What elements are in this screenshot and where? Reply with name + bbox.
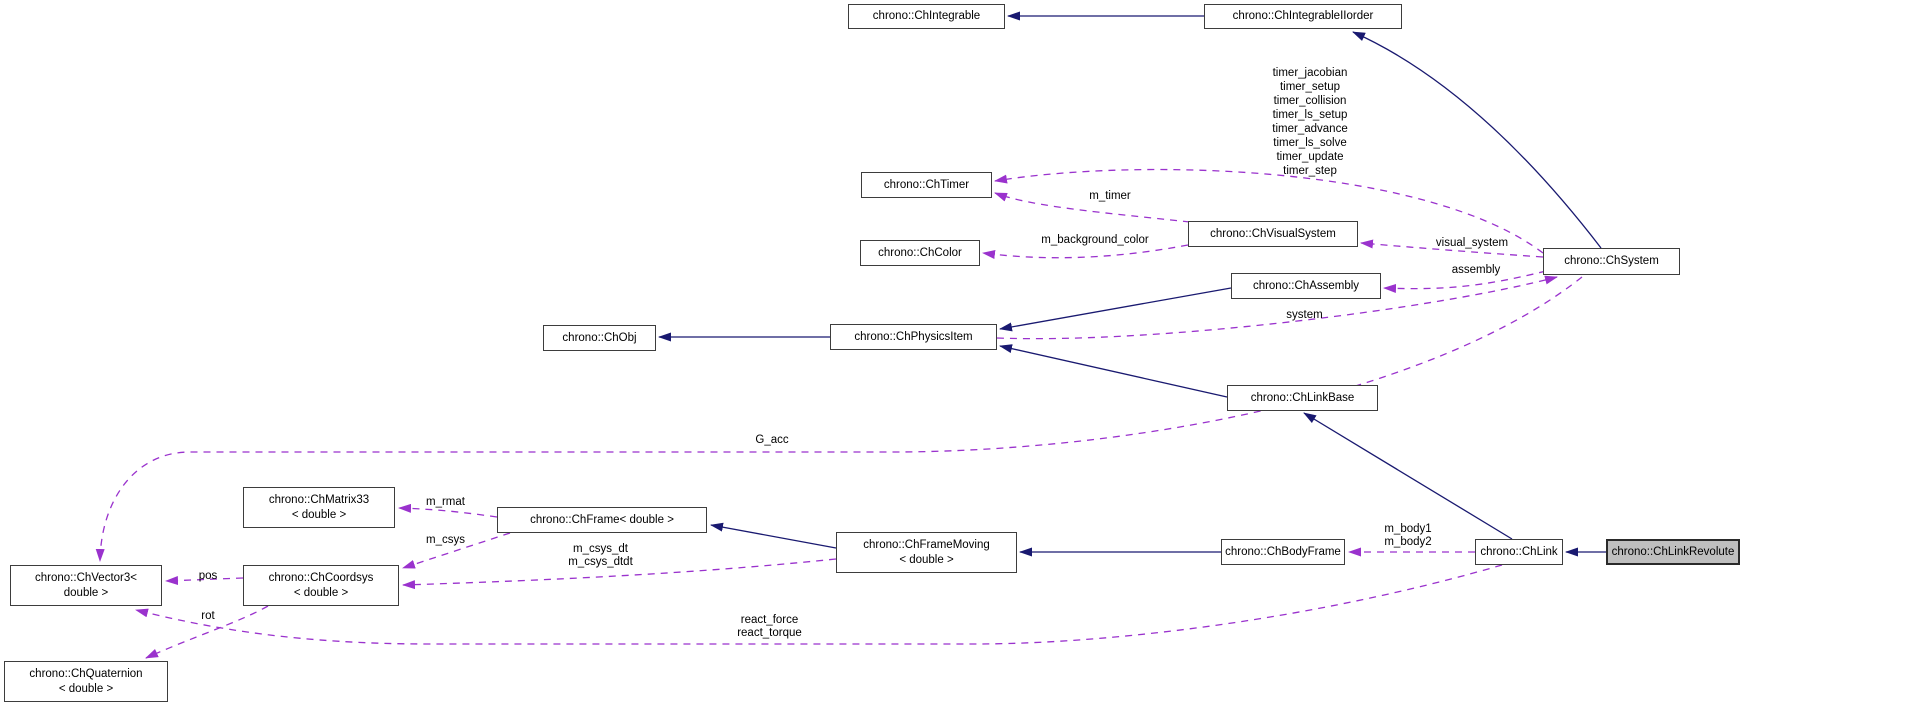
label-line: react_torque <box>737 627 802 639</box>
label-line: m_csys_dt <box>573 543 628 555</box>
edge-use-visual-timer <box>994 192 1191 223</box>
label-line: m_body2 <box>1384 536 1432 548</box>
edge-use-system-visual <box>1360 239 1544 258</box>
label-line: chrono::ChSystem <box>1564 255 1659 267</box>
label-line: react_force <box>740 614 799 626</box>
edge-label-system: system <box>1286 309 1323 321</box>
label-line: chrono::ChBodyFrame <box>1225 545 1341 558</box>
edge-label-m-csys: m_csys <box>426 534 465 546</box>
label-line: timer_collision <box>1273 95 1347 107</box>
label-line: chrono::ChQuaternion <box>29 667 143 680</box>
label-line: chrono::ChLink <box>1480 545 1558 558</box>
label-line: timer_advance <box>1272 123 1348 135</box>
node-ch-matrix33[interactable]: chrono::ChMatrix33< double > <box>243 487 395 528</box>
node-ch-quaternion[interactable]: chrono::ChQuaternion< double > <box>4 661 168 702</box>
label-line: chrono::ChLinkBase <box>1250 391 1355 404</box>
label-line: m_body1 <box>1384 523 1432 535</box>
node-ch-assembly[interactable]: chrono::ChAssembly <box>1231 273 1381 299</box>
node-ch-body-frame[interactable]: chrono::ChBodyFrame <box>1221 539 1345 565</box>
edge-use-link-vector3 <box>135 564 1503 645</box>
node-ch-obj[interactable]: chrono::ChObj <box>543 325 656 351</box>
label-line: < double > <box>58 682 114 695</box>
node-ch-link-revolute: chrono::ChLinkRevolute <box>1606 539 1740 565</box>
edge-use-frame-matrix33 <box>398 503 498 518</box>
label-line: timer_ls_solve <box>1273 137 1347 149</box>
node-ch-visual-system[interactable]: chrono::ChVisualSystem <box>1188 221 1358 247</box>
node-ch-vector3[interactable]: chrono::ChVector3<double > <box>10 565 162 606</box>
label-line: chrono::ChVisualSystem <box>1210 227 1336 240</box>
edge-label-pos: pos <box>198 570 218 582</box>
label-line: chrono::ChLinkRevolute <box>1611 545 1735 558</box>
node-ch-frame[interactable]: chrono::ChFrame< double > <box>497 507 707 533</box>
label-line: chrono::ChTimer <box>883 178 970 191</box>
node-ch-system[interactable]: chrono::ChSystem <box>1543 248 1680 275</box>
node-ch-timer[interactable]: chrono::ChTimer <box>861 172 992 198</box>
label-line: timer_jacobian <box>1272 67 1348 79</box>
node-ch-integrable-iiorder[interactable]: chrono::ChIntegrableIIorder <box>1204 4 1402 29</box>
label-line: < double > <box>899 553 954 566</box>
edge-label-g-acc: G_acc <box>755 434 789 446</box>
node-ch-integrable[interactable]: chrono::ChIntegrable <box>848 4 1005 29</box>
label-line: timer_ls_setup <box>1272 109 1348 121</box>
label-line: chrono::ChMatrix33 <box>268 493 370 506</box>
edge-inherit-linkbase-physics <box>999 344 1228 398</box>
edge-use-framemoving-coordsys <box>402 558 837 590</box>
edge-use-system-assembly <box>1383 270 1547 293</box>
node-ch-coordsys[interactable]: chrono::ChCoordsys< double > <box>243 565 399 606</box>
label-line: chrono::ChIntegrableIIorder <box>1232 10 1374 22</box>
label-line: chrono::ChFrameMoving <box>863 538 990 551</box>
edge-label-m-timer: m_timer <box>1089 190 1131 202</box>
edge-use-frame-coordsys <box>402 532 511 569</box>
edge-label-assembly: assembly <box>1451 264 1501 276</box>
label-line: chrono::ChFrame< double > <box>530 513 674 526</box>
edge-use-system-gacc <box>95 276 1583 562</box>
label-line: double > <box>63 586 109 599</box>
label-line: < double > <box>291 508 347 521</box>
node-ch-frame-moving[interactable]: chrono::ChFrameMoving< double > <box>836 532 1017 573</box>
label-line: chrono::ChIntegrable <box>872 10 981 22</box>
edge-label-visual-system: visual_system <box>1435 237 1509 249</box>
node-ch-color[interactable]: chrono::ChColor <box>860 240 980 266</box>
node-ch-link-base[interactable]: chrono::ChLinkBase <box>1227 385 1378 411</box>
edge-label-m-background-color: m_background_color <box>1041 234 1149 246</box>
label-line: chrono::ChCoordsys <box>268 571 374 584</box>
edge-inherit-assembly-physics <box>999 287 1232 332</box>
label-line: chrono::ChObj <box>562 331 637 344</box>
edge-label-m-rmat: m_rmat <box>426 496 465 508</box>
label-line: chrono::ChPhysicsItem <box>854 330 973 343</box>
edge-label-rot: rot <box>201 610 215 622</box>
edge-use-visual-color <box>982 244 1189 259</box>
label-line: timer_setup <box>1279 81 1341 93</box>
label-line: timer_update <box>1276 151 1344 163</box>
label-line: chrono::ChColor <box>878 246 962 259</box>
label-line: < double > <box>293 586 349 599</box>
label-line: m_csys_dtdt <box>568 556 633 568</box>
edge-inherit-system-iiorder <box>1352 31 1602 249</box>
label-line: timer_step <box>1283 165 1337 177</box>
node-ch-link[interactable]: chrono::ChLink <box>1475 539 1563 565</box>
label-line: chrono::ChAssembly <box>1252 279 1360 292</box>
edge-inherit-link-linkbase <box>1303 412 1513 540</box>
node-ch-physics-item[interactable]: chrono::ChPhysicsItem <box>830 324 997 350</box>
edge-use-system-timer <box>994 168 1544 254</box>
label-line: chrono::ChVector3< <box>35 571 137 584</box>
edge-label-timers: timer_jacobian timer_setup timer_collision… <box>1240 66 1380 178</box>
edge-inherit-framemoving-frame <box>710 522 837 549</box>
